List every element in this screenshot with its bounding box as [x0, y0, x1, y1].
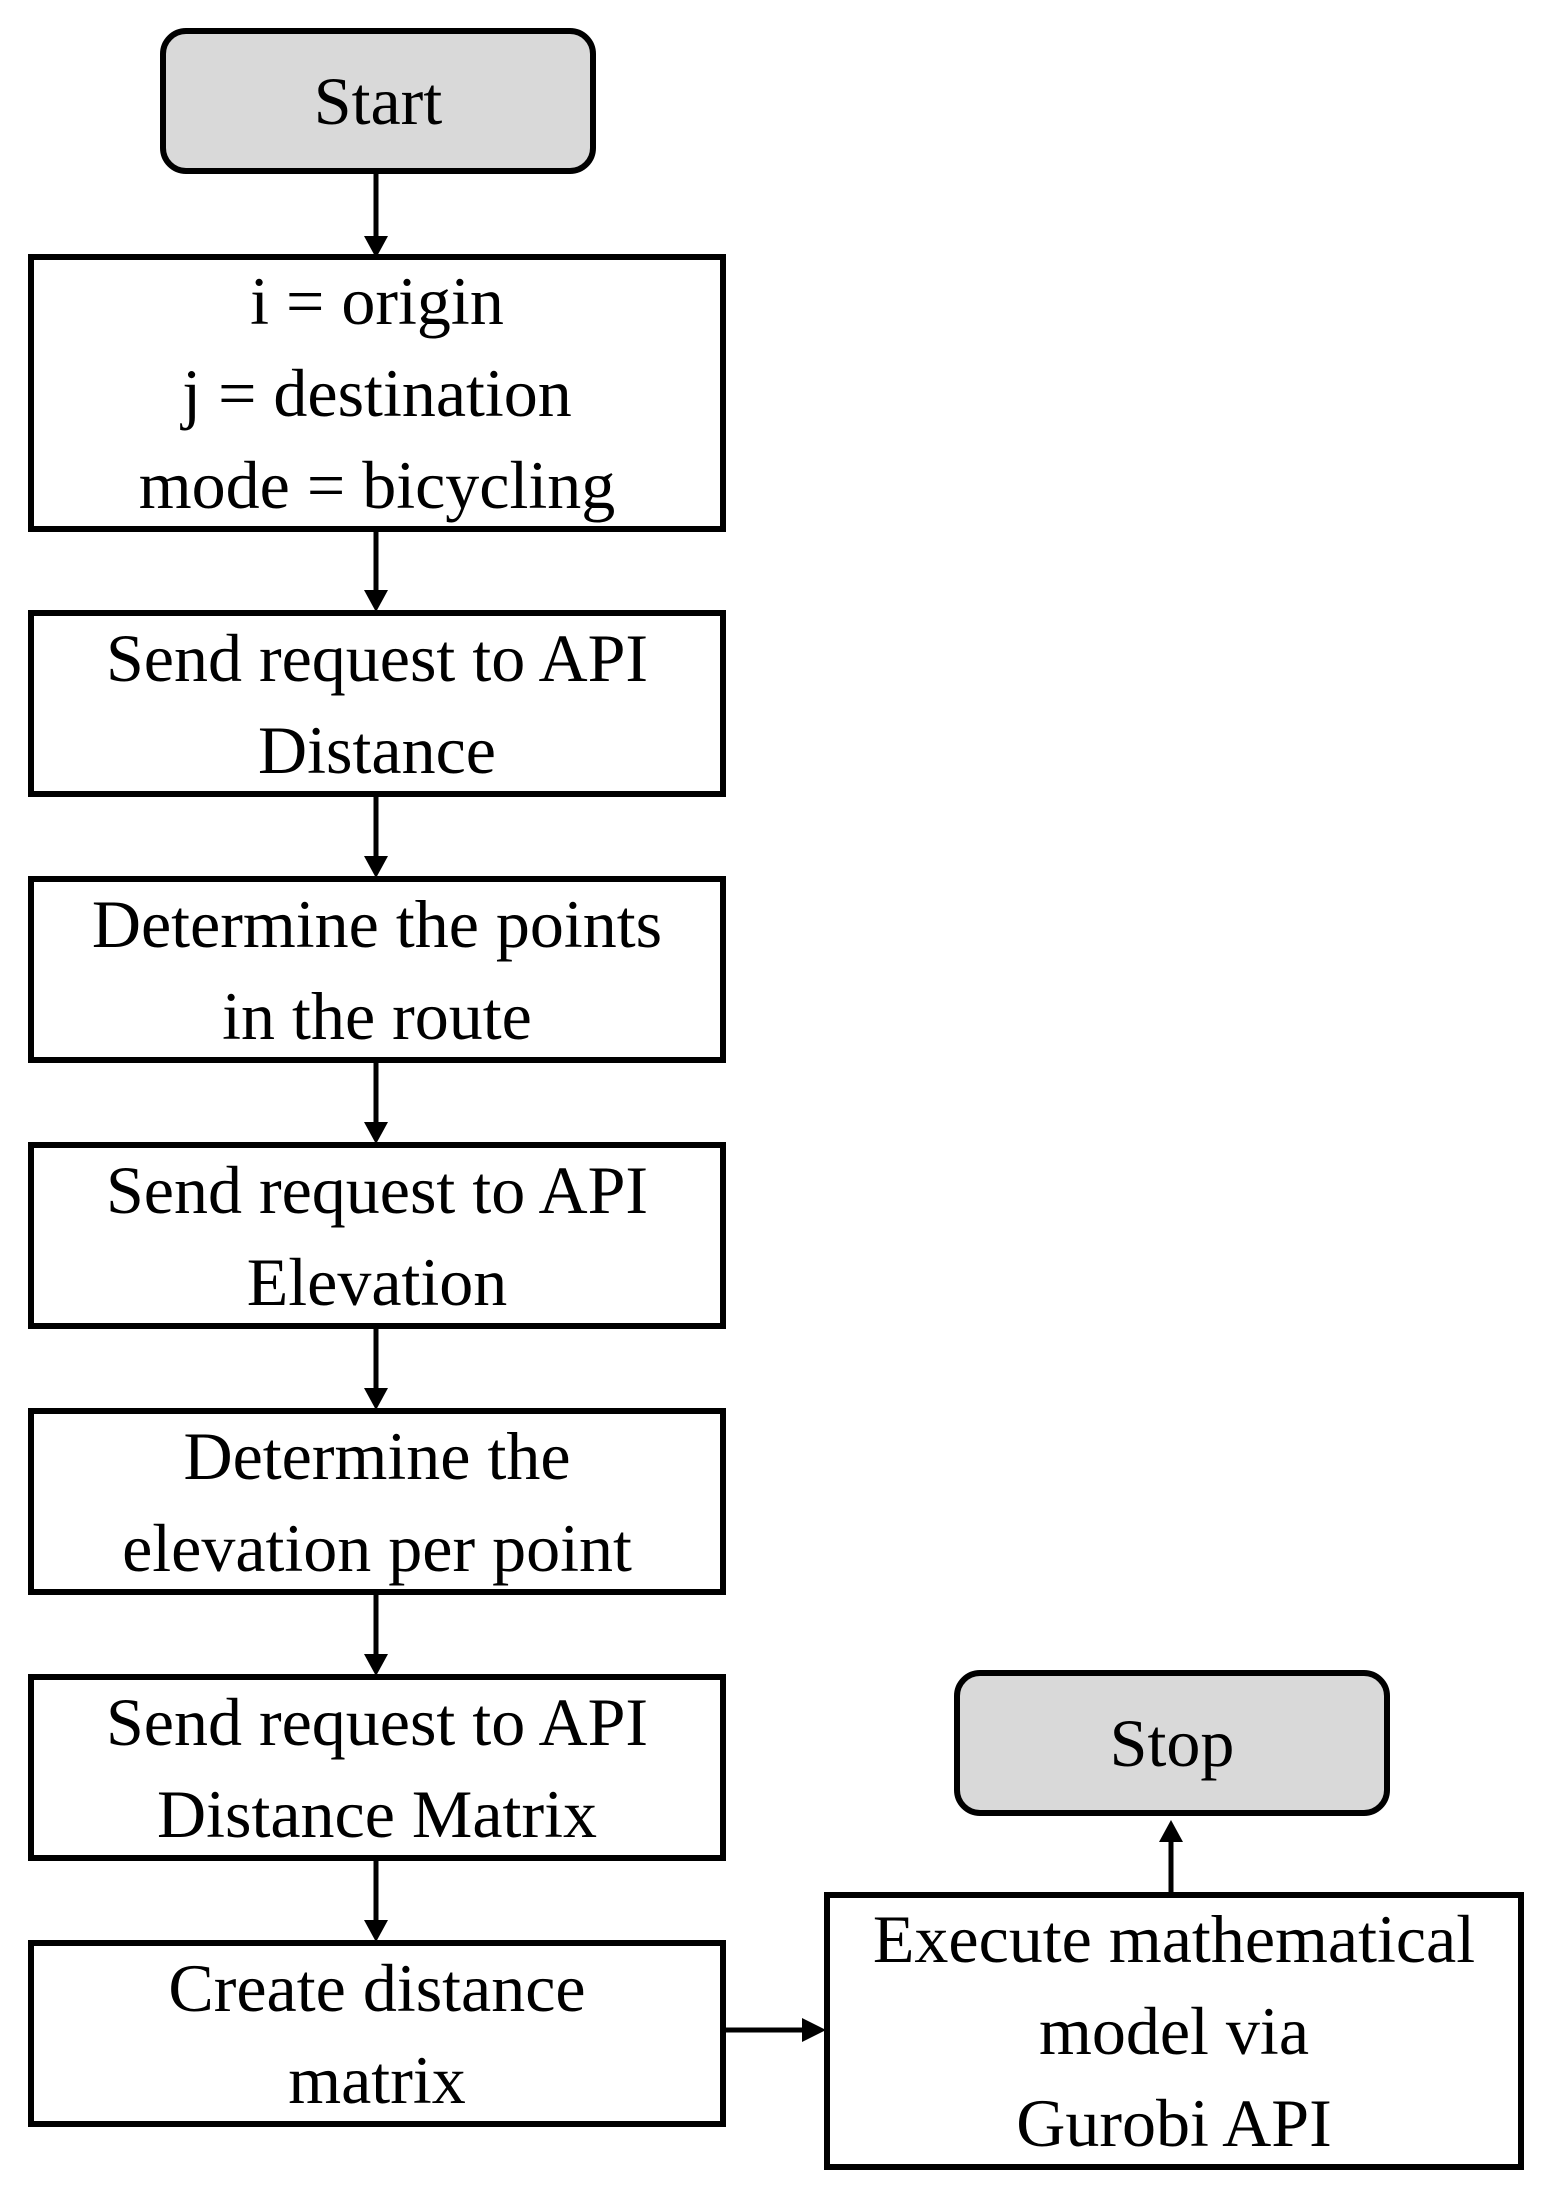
api-distance-line-1: Send request to API	[105, 619, 649, 696]
start-terminal: Start	[160, 28, 596, 174]
api-distance-line-2: Distance	[258, 711, 496, 788]
arrowhead-create-matrix-to-execute-model	[802, 2018, 826, 2042]
execute-model-box: Execute mathematical model via Gurobi AP…	[824, 1892, 1524, 2170]
api-elevation-line-1: Send request to API	[105, 1151, 649, 1228]
route-points-line-2: in the route	[222, 977, 532, 1054]
create-matrix-line-1: Create distance	[168, 1949, 586, 2026]
elevation-per-point-box: Determine the elevation per point	[28, 1408, 726, 1595]
arrowhead-execute-model-to-stop	[1159, 1820, 1183, 1842]
init-line-origin: i = origin	[250, 263, 504, 339]
stop-terminal: Stop	[954, 1670, 1390, 1816]
arrowhead-start-to-init	[364, 236, 388, 258]
create-matrix-box: Create distance matrix	[28, 1940, 726, 2127]
init-box: i = origin j = destination mode = bicycl…	[28, 254, 726, 532]
route-points-line-1: Determine the points	[91, 885, 663, 962]
arrowhead-api-distance-to-route-points	[364, 856, 388, 878]
route-points-box: Determine the points in the route	[28, 876, 726, 1063]
start-label: Start	[313, 63, 443, 139]
arrowhead-api-elevation-to-elevation-per-point	[364, 1388, 388, 1410]
arrowhead-route-points-to-api-elevation	[364, 1122, 388, 1144]
init-line-destination: j = destination	[182, 355, 572, 431]
stop-label: Stop	[1109, 1705, 1235, 1781]
elevation-per-point-line-2: elevation per point	[122, 1509, 632, 1586]
arrowhead-init-to-api-distance	[364, 590, 388, 612]
elevation-per-point-line-1: Determine the	[183, 1417, 571, 1494]
execute-model-line-1: Execute mathematical	[872, 1901, 1476, 1977]
api-distance-matrix-line-1: Send request to API	[105, 1683, 649, 1760]
api-elevation-box: Send request to API Elevation	[28, 1142, 726, 1329]
init-line-mode: mode = bicycling	[138, 447, 616, 523]
execute-model-line-3: Gurobi API	[1016, 2085, 1332, 2161]
execute-model-line-2: model via	[1038, 1993, 1310, 2069]
arrowhead-elevation-to-api-distance-matrix	[364, 1654, 388, 1676]
api-distance-matrix-box: Send request to API Distance Matrix	[28, 1674, 726, 1861]
api-distance-matrix-line-2: Distance Matrix	[157, 1775, 597, 1852]
create-matrix-line-2: matrix	[288, 2041, 466, 2118]
api-distance-box: Send request to API Distance	[28, 610, 726, 797]
api-elevation-line-2: Elevation	[246, 1243, 508, 1320]
arrowhead-api-distance-matrix-to-create-matrix	[364, 1920, 388, 1942]
